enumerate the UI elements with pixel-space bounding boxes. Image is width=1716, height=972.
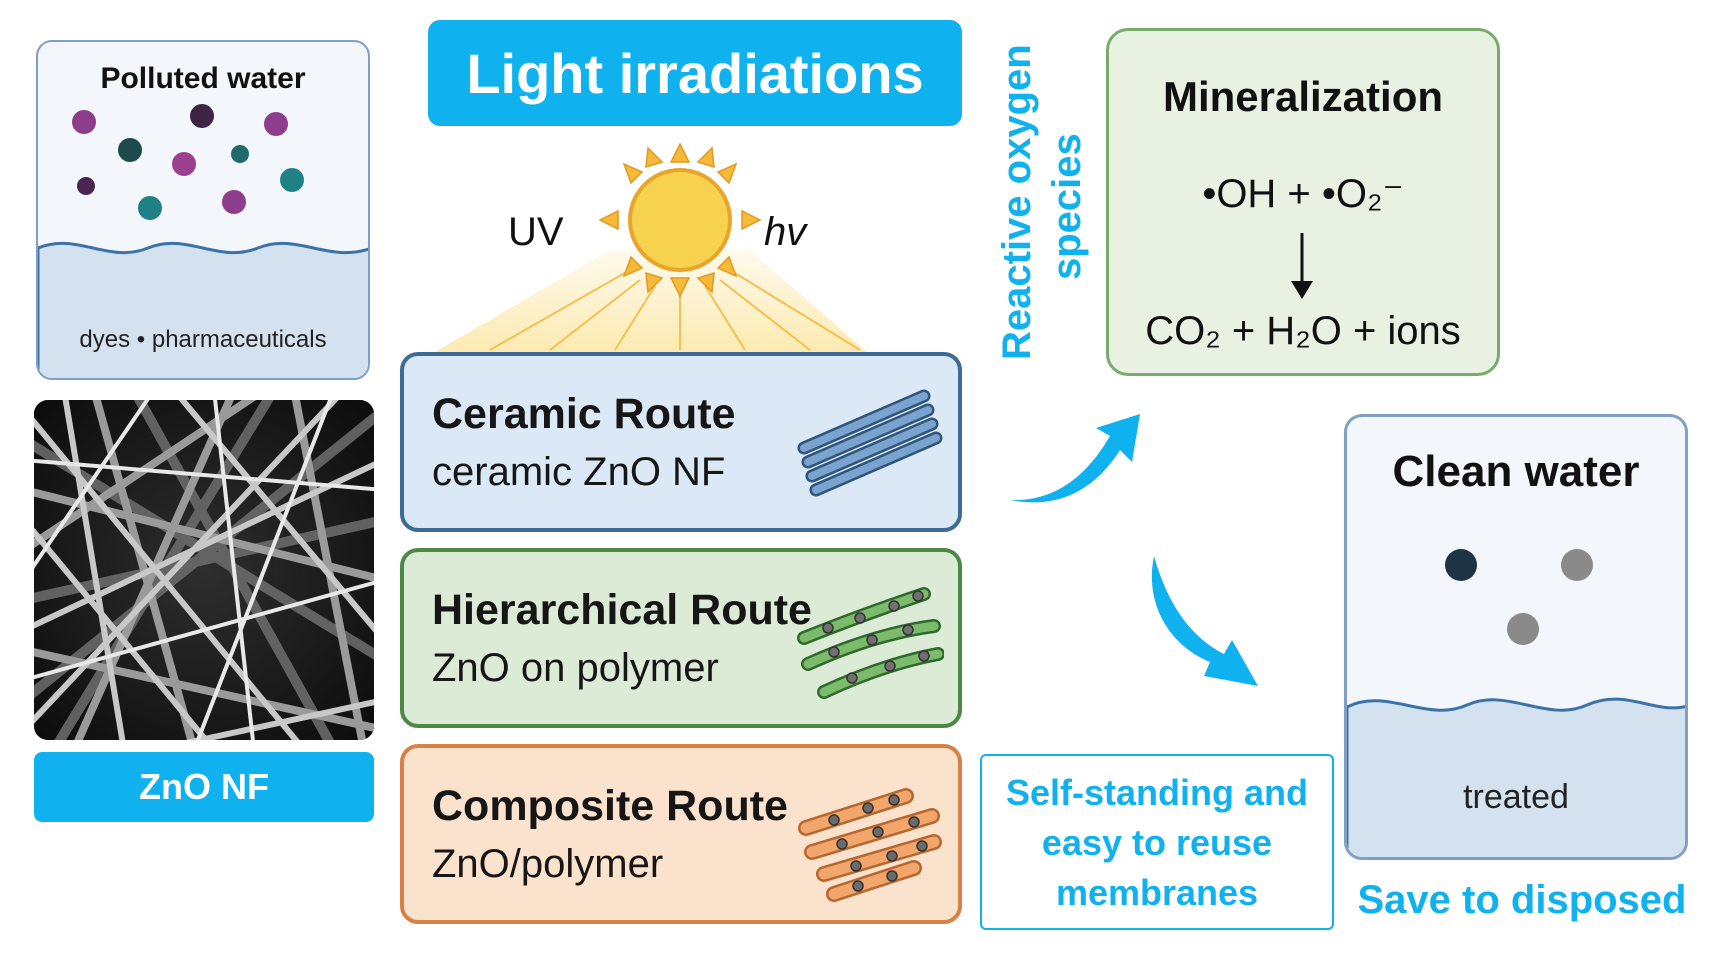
self-standing-line2: easy to reuse [1041,822,1273,863]
clean-water-caption: treated [1463,778,1569,816]
hierarchical-fiber-icon [797,587,944,699]
self-standing-line3: membranes [1055,872,1259,913]
composite-route-title: Composite Route [432,782,788,830]
down-arrow-icon [1291,233,1313,299]
sun-rays-illustration [430,142,870,355]
composite-fiber-icon [798,788,942,902]
nanofiber-texture [34,400,374,740]
save-to-disposed-label: Save to disposed [1357,878,1687,922]
curved-arrow-down-icon [1151,556,1258,686]
mineralization-box: Mineralization •OH + •O₂⁻ CO₂ + H₂O + io… [1106,28,1500,376]
hierarchical-route-box: Hierarchical Route ZnO on polymer [400,548,962,728]
ceramic-route-subtitle: ceramic ZnO NF [432,450,726,494]
ros-line1: Reactive oxygen [995,44,1039,360]
clean-water-illustration [1347,549,1685,857]
polluted-water-caption: dyes • pharmaceuticals [79,326,327,353]
composite-route-subtitle: ZnO/polymer [432,842,664,886]
light-irradiations-header: Light irradiations [428,20,962,126]
particle [1507,613,1539,645]
zno-nf-label: ZnO NF [34,752,374,822]
water-surface [1347,697,1685,857]
hierarchical-route-title: Hierarchical Route [432,586,812,634]
mineralization-title: Mineralization [1162,73,1444,120]
self-standing-membranes-box: Self-standing and easy to reuse membrane… [980,754,1334,930]
clean-water-card: Clean water treated [1344,414,1688,860]
mineralization-products: CO₂ + H₂O + ions [1145,309,1461,353]
sun-icon [598,142,762,298]
clean-water-title: Clean water [1392,447,1640,496]
uv-label: UV [508,210,564,254]
curved-arrow-up-icon [1010,414,1140,503]
polluted-water-card: Polluted water dyes • pharmaceuticals [36,40,370,380]
composite-route-box: Composite Route ZnO/polymer [400,744,962,924]
hv-label: hv [764,210,807,254]
ros-line2: species [1045,133,1089,280]
ceramic-route-title: Ceramic Route [432,390,736,438]
hierarchical-route-subtitle: ZnO on polymer [432,646,719,690]
water-surface [38,242,368,378]
reactive-oxygen-species-label: Reactive oxygen species [990,30,1100,370]
particle [1561,549,1593,581]
ceramic-nanofiber-icon [797,389,943,497]
ceramic-route-box: Ceramic Route ceramic ZnO NF [400,352,962,532]
pollutant-particles [38,104,368,378]
particle-cluster [72,104,304,220]
particle [1445,549,1477,581]
light-fan [430,250,870,355]
radical-reactants: •OH + •O₂⁻ [1202,172,1404,216]
self-standing-line1: Self-standing and [1005,772,1308,813]
zno-nanofiber-sem-image [34,400,374,740]
polluted-water-title: Polluted water [100,62,306,95]
